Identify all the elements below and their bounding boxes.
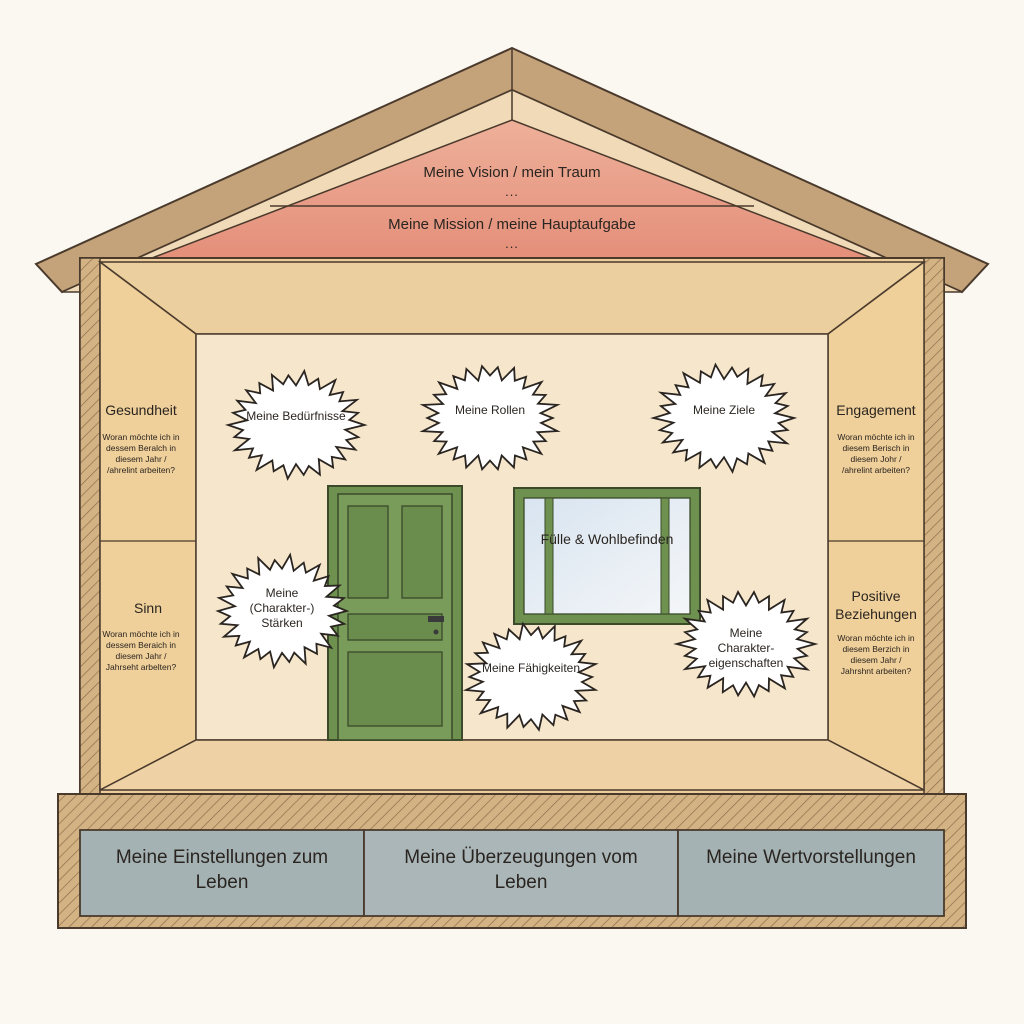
burst-label-eigenschaften: Meine Charakter- eigenschaften [708, 626, 784, 670]
foundation-values: Meine Wertvorstellungen [706, 847, 916, 868]
burst-staerken [215, 552, 350, 670]
engagement-question: Woran möchte ich in diesem Berisch in di… [837, 432, 915, 476]
burst-label-ziele: Meine Ziele [692, 403, 756, 417]
door [327, 485, 463, 741]
window [513, 487, 701, 625]
relationships-question: Woran möchte ich in diesem Berzich in di… [837, 633, 915, 677]
vision-label: Meine Vision / mein Traum [423, 164, 601, 181]
window-label: Fülle & Wohlbefinden [540, 531, 674, 547]
meaning-question: Woran möchte ich in dessem Beraich in di… [102, 629, 180, 673]
foundation-attitudes: Meine Einstellungen zum Leben [115, 847, 329, 893]
health-title: Gesundheit [105, 402, 177, 418]
burst-faehigkeiten [462, 621, 599, 732]
foundation-beliefs: Meine Überzeugungen vom Leben [404, 847, 638, 893]
engagement-title: Engagement [836, 402, 916, 418]
mission-dots: ... [505, 236, 519, 251]
meaning-title: Sinn [133, 600, 163, 616]
burst-eigenschaften [673, 590, 819, 699]
burst-rollen [419, 364, 561, 472]
burst-label-beduerfnisse: Meine Bedürfnisse [246, 409, 346, 423]
health-question: Woran möchte ich in dessem Beralch in di… [102, 432, 180, 476]
relationships-title: Positive Beziehungen [835, 588, 917, 622]
burst-ziele [650, 362, 798, 474]
mission-label: Meine Mission / meine Hauptaufgabe [388, 216, 636, 233]
burst-label-faehigkeiten: Meine Fähigkeiten [481, 661, 581, 675]
burst-label-staerken: Meine (Charakter-) Stärken [249, 586, 315, 630]
door-handle-icon [428, 616, 444, 622]
burst-label-rollen: Meine Rollen [454, 403, 526, 417]
vision-dots: ... [505, 184, 519, 199]
burst-beduerfnisse [224, 368, 368, 481]
foundation [57, 793, 967, 929]
burst-group [215, 362, 819, 732]
